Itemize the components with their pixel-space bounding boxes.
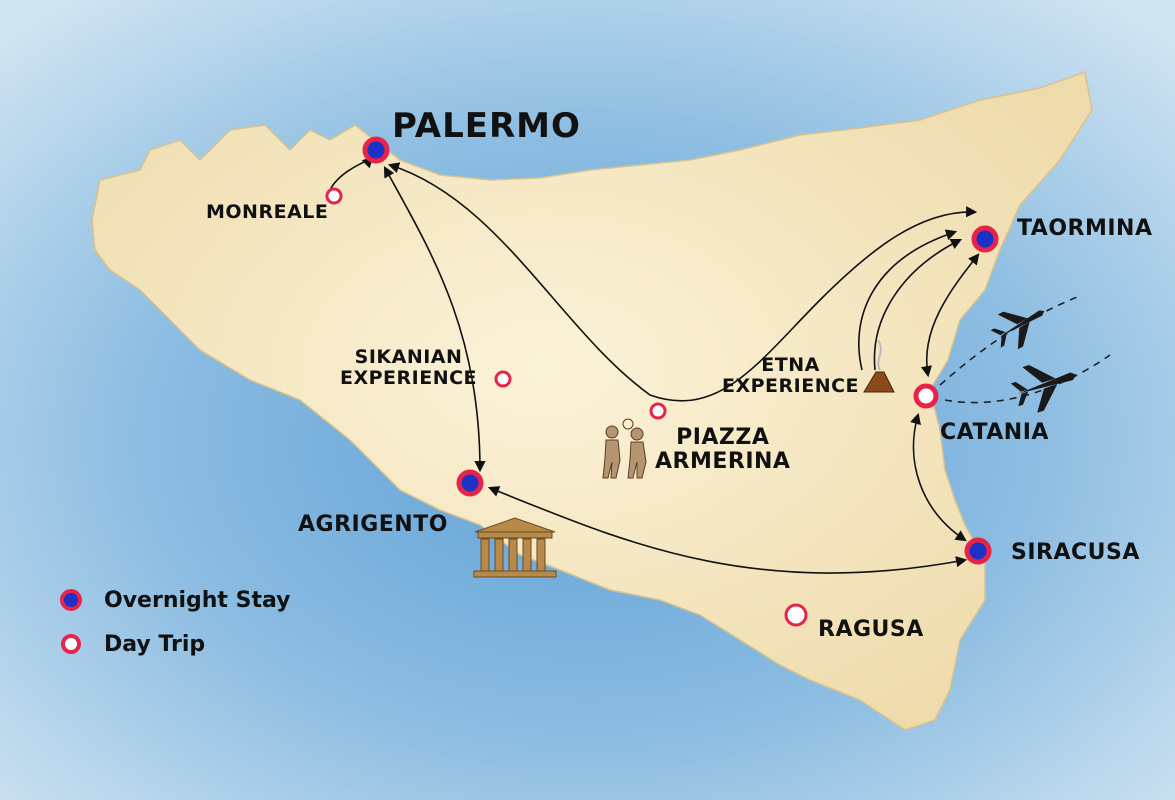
marker-taormina[interactable]: [971, 225, 999, 253]
route-agrigento-siracusa: [487, 486, 968, 574]
marker-ragusa[interactable]: [784, 603, 808, 627]
day-trip-icon: [61, 634, 81, 654]
legend-overnight-label: Overnight Stay: [104, 587, 291, 613]
airplane-icon-2: [1010, 364, 1077, 413]
label-etna-experience: ETNA EXPERIENCE: [722, 355, 859, 397]
label-piazza-line2: ARMERINA: [655, 449, 791, 475]
label-sikanian-experience: SIKANIAN EXPERIENCE: [340, 347, 477, 389]
route-etna-taormina-2: [873, 238, 963, 371]
label-etna-line2: EXPERIENCE: [722, 374, 860, 397]
label-monreale: MONREALE: [206, 201, 329, 223]
legend-day-trip: Day Trip: [58, 622, 290, 666]
flight-path-east: [944, 354, 1111, 404]
marker-sikanian-experience[interactable]: [494, 370, 512, 388]
route-etna-taormina: [858, 229, 958, 371]
label-taormina: TAORMINA: [1017, 216, 1153, 241]
label-sikanian-line1: SIKANIAN: [354, 346, 463, 368]
label-sikanian-line2: EXPERIENCE: [340, 366, 478, 389]
marker-palermo[interactable]: [362, 136, 390, 164]
airplane-icon: [990, 310, 1045, 350]
volcano-icon: [863, 339, 895, 393]
marker-piazza-armerina[interactable]: [649, 402, 667, 420]
label-agrigento: AGRIGENTO: [298, 512, 448, 537]
mosaic-figures-icon: [602, 418, 647, 479]
temple-icon: [473, 517, 557, 578]
marker-monreale[interactable]: [325, 187, 343, 205]
label-piazza-armerina: PIAZZA ARMERINA: [655, 425, 791, 475]
marker-catania[interactable]: [913, 383, 939, 409]
overnight-stay-icon: [60, 589, 82, 611]
marker-siracusa[interactable]: [964, 537, 992, 565]
label-catania: CATANIA: [940, 420, 1049, 445]
route-taormina-catania: [920, 253, 980, 378]
label-palermo: PALERMO: [392, 106, 581, 146]
route-lines: [329, 156, 980, 574]
map-legend: Overnight Stay Day Trip: [58, 578, 290, 666]
marker-agrigento[interactable]: [456, 469, 484, 497]
legend-overnight: Overnight Stay: [58, 578, 290, 622]
label-piazza-line1: PIAZZA: [676, 425, 770, 450]
label-siracusa: SIRACUSA: [1011, 540, 1140, 565]
label-etna-line1: ETNA: [761, 354, 820, 376]
overnight-markers: [362, 136, 999, 565]
day-trip-markers: [325, 187, 939, 627]
label-ragusa: RAGUSA: [818, 617, 924, 642]
route-palermo-taormina: [387, 162, 978, 402]
legend-day-trip-label: Day Trip: [104, 631, 206, 657]
